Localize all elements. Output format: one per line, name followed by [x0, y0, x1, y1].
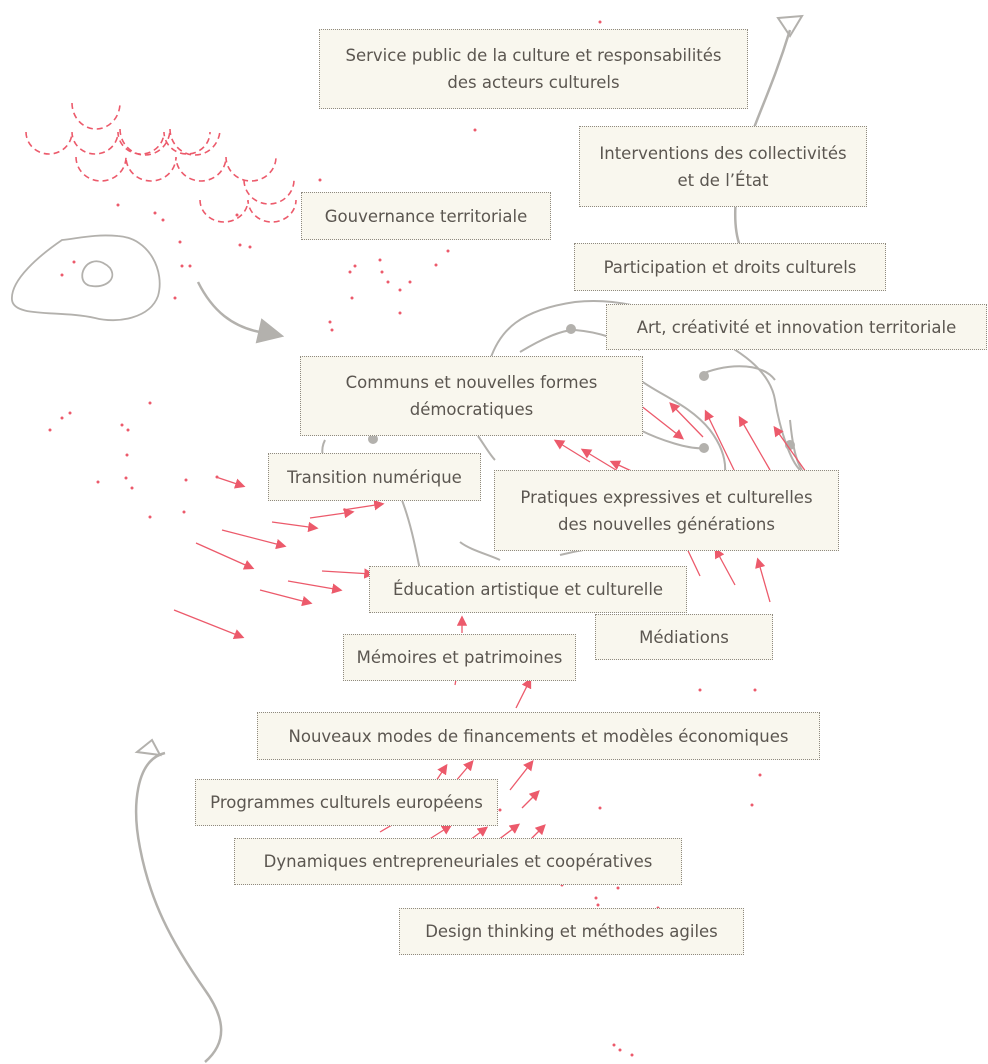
node-financements[interactable]: Nouveaux modes de financements et modèle… [257, 712, 820, 760]
node-communs[interactable]: Communs et nouvelles formes démocratique… [300, 356, 643, 436]
coral-arrows [173, 402, 807, 841]
node-design[interactable]: Design thinking et méthodes agiles [399, 908, 744, 955]
node-gouvernance[interactable]: Gouvernance territoriale [301, 192, 551, 240]
node-interventions[interactable]: Interventions des collectivités et de l’… [579, 126, 867, 207]
node-pratiques[interactable]: Pratiques expressives et culturelles des… [494, 470, 839, 551]
node-memoires[interactable]: Mémoires et patrimoines [343, 634, 576, 681]
node-service-public[interactable]: Service public de la culture et responsa… [319, 29, 748, 109]
node-mediations[interactable]: Médiations [595, 614, 773, 660]
scallop-pattern [25, 102, 297, 223]
node-transition[interactable]: Transition numérique [268, 453, 481, 501]
node-programmes[interactable]: Programmes culturels européens [195, 779, 498, 826]
node-art-creativite[interactable]: Art, créativité et innovation territoria… [606, 304, 987, 350]
node-education[interactable]: Éducation artistique et culturelle [369, 566, 687, 613]
node-participation[interactable]: Participation et droits culturels [574, 243, 886, 291]
grey-nodes [368, 324, 795, 453]
dot-field [48, 20, 762, 1057]
node-dynamiques[interactable]: Dynamiques entrepreneuriales et coopérat… [234, 838, 682, 885]
